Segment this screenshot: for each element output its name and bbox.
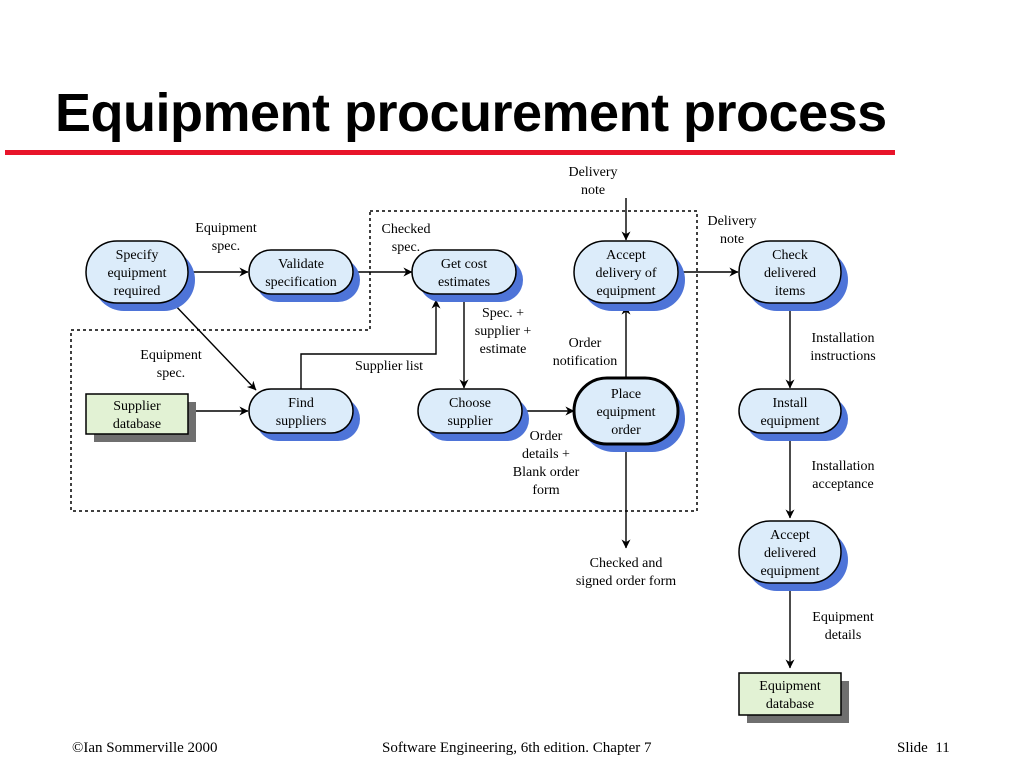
process-shape <box>738 520 842 584</box>
title-underline <box>5 150 895 155</box>
label-supplier-list: Supplier list <box>355 359 423 374</box>
footer-right: Slide 11 <box>897 740 950 756</box>
process-shape <box>738 388 842 434</box>
store-shape <box>85 393 189 435</box>
store-shape <box>738 672 842 716</box>
label-spec-supplier-estimate: Spec. +supplier +estimate <box>475 306 532 357</box>
process-shape <box>85 240 189 304</box>
process-shape <box>573 240 679 304</box>
process-shape <box>248 249 354 295</box>
process-shape <box>738 240 842 304</box>
process-shape <box>417 388 523 434</box>
system-boundary <box>70 210 698 512</box>
arrow-specify-to-find-suppliers <box>171 301 257 391</box>
flow-arrows <box>171 198 795 669</box>
process-shape <box>411 249 517 295</box>
process-shape <box>572 376 680 446</box>
arrow-find-suppliers-to-get-cost <box>300 299 441 392</box>
process-shape <box>248 388 354 434</box>
footer-center: Software Engineering, 6th edition. Chapt… <box>382 740 652 756</box>
slide-title: Equipment procurement process <box>55 83 887 143</box>
footer-left: ©Ian Sommerville 2000 <box>72 740 218 756</box>
